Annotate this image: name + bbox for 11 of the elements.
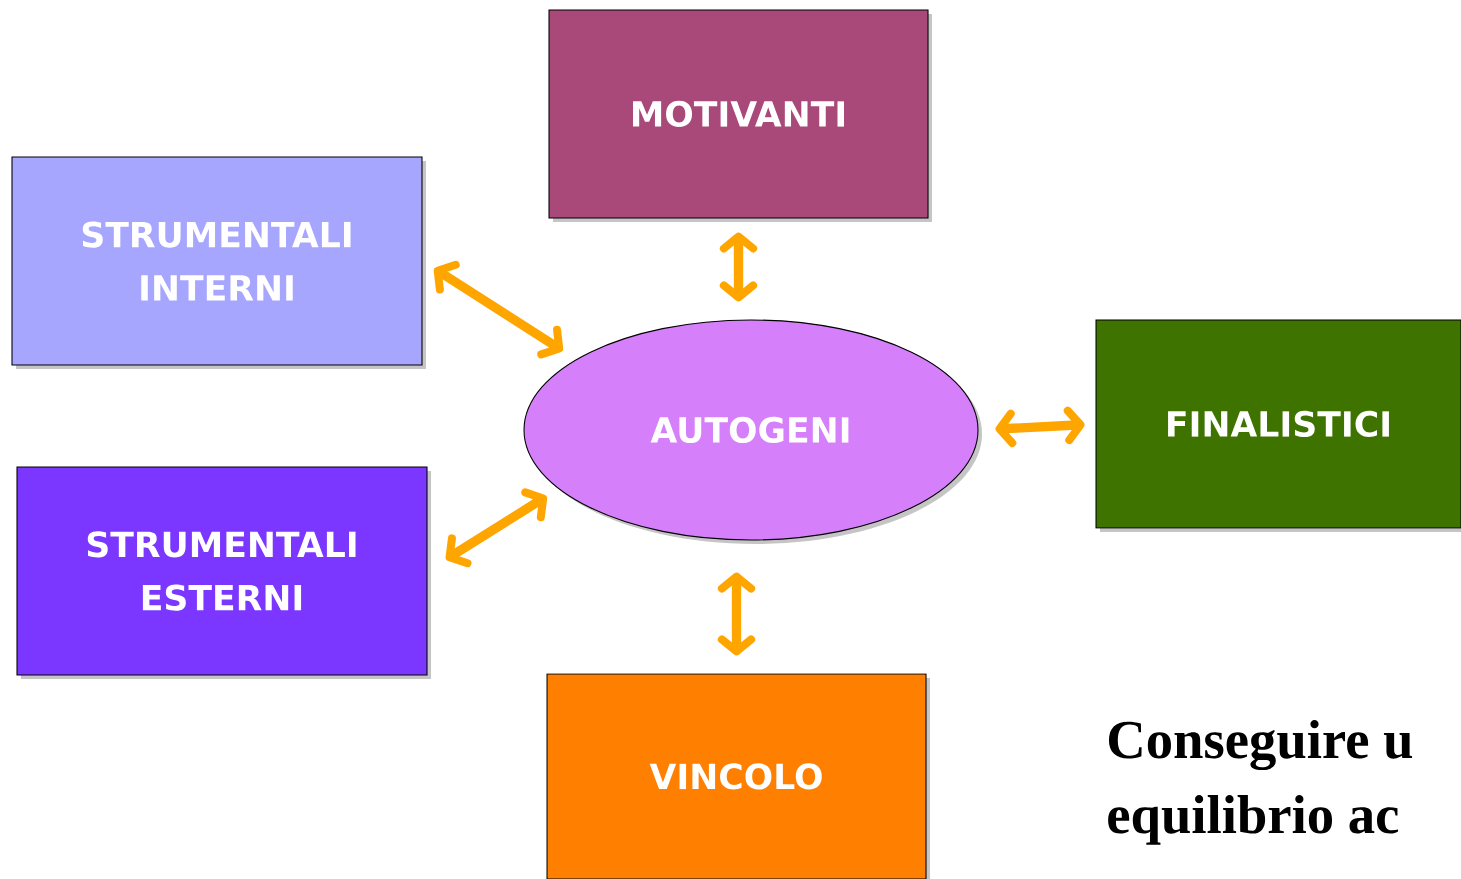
double-arrow — [445, 488, 548, 568]
double-arrow — [433, 260, 564, 359]
note-text: Conseguire u — [1108, 720, 1413, 771]
note-text: equilibrio ac — [1108, 795, 1398, 845]
category-box: STRUMENTALI INTERNI — [11, 156, 426, 369]
double-arrow — [717, 572, 756, 656]
category-box: FINALISTICI — [1095, 319, 1461, 532]
category-box: VINCOLO — [546, 673, 930, 879]
double-arrow — [995, 406, 1085, 447]
category-box: MOTIVANTI — [548, 9, 932, 222]
category-box: STRUMENTALI ESTERNI — [16, 466, 431, 679]
